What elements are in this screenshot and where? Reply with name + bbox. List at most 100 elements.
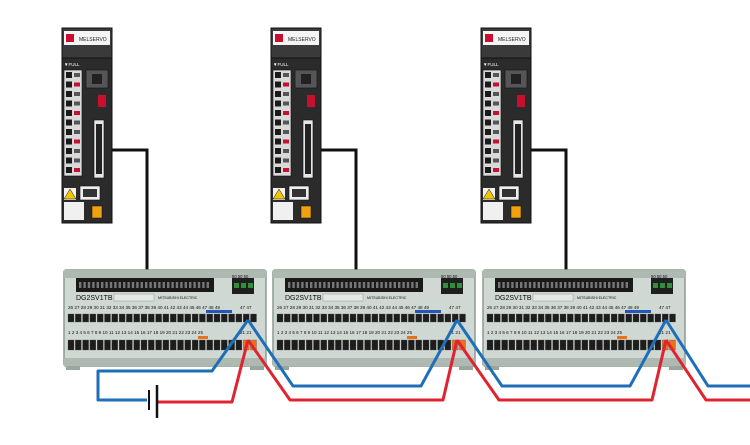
tb-header-pin xyxy=(506,282,510,288)
tb-orange-marker xyxy=(407,336,417,339)
tb-header-pin xyxy=(376,282,379,288)
tb-screw-bottom xyxy=(89,339,97,351)
tb-header-pin xyxy=(537,282,540,288)
tb-screw-bottom xyxy=(618,339,625,351)
amp-cable-3 xyxy=(516,148,568,282)
amp-pin xyxy=(66,148,72,154)
amp-usb-slot xyxy=(83,189,97,197)
tb-screw-bottom xyxy=(342,339,349,351)
tb-50-screw xyxy=(667,283,672,288)
tb-screw-top xyxy=(191,313,199,323)
amp-cable-1 xyxy=(97,148,149,282)
tb-header-pin xyxy=(105,282,108,288)
tb-screw-bottom xyxy=(530,339,537,351)
tb-screw-top xyxy=(501,313,508,323)
tb-screw-bottom xyxy=(320,339,327,351)
tb-screw-bottom xyxy=(379,339,386,351)
tb-screw-top xyxy=(669,313,676,323)
tb-header-pin xyxy=(389,282,392,288)
amp-brand-text: MELSERVO xyxy=(79,37,107,43)
tb-50-screw xyxy=(450,283,455,288)
wire-blue-source xyxy=(96,319,250,402)
tb-header-pin xyxy=(581,282,584,288)
tb-screw-top xyxy=(298,313,306,323)
tb-screw-bottom xyxy=(574,339,581,351)
tb-screw-bottom xyxy=(191,339,199,351)
tb-screw-top xyxy=(213,313,221,323)
tb-header-pin xyxy=(577,282,580,288)
tb-header-pin xyxy=(123,282,126,288)
tb-screw-bottom xyxy=(82,339,89,351)
amp-pin-led xyxy=(283,168,289,172)
tb-header-pin xyxy=(398,282,401,288)
amp-pin-led xyxy=(493,82,499,87)
tb-screw-top xyxy=(552,313,559,323)
tb-header-pin xyxy=(136,282,139,288)
amp-pin-led xyxy=(74,130,80,134)
tb-screw-top xyxy=(654,313,662,323)
tb-header-pin xyxy=(149,282,152,288)
tb-screw-bottom xyxy=(400,339,408,351)
amp-pin-led xyxy=(493,101,499,106)
amp-pin-led xyxy=(74,92,80,96)
amp-pin xyxy=(485,119,491,126)
amp-pin xyxy=(485,148,491,154)
tb-header-pin xyxy=(358,282,361,288)
tb-header-pin xyxy=(114,282,117,288)
tb-header-pin xyxy=(402,282,405,288)
amp-pin xyxy=(66,119,72,126)
amp-rating-plate xyxy=(64,202,84,220)
wire-blue-link-1 xyxy=(246,319,459,388)
amp-pin xyxy=(66,157,72,164)
tb-header-pin xyxy=(184,282,187,288)
tb-foot xyxy=(250,366,264,370)
tb-header-pin xyxy=(515,282,518,288)
tb-top-numbers: 26 27 28 29 30 31 32 33 34 35 36 37 38 3… xyxy=(277,305,429,310)
amp-pin xyxy=(485,138,491,145)
tb-screw-top xyxy=(559,313,567,323)
amp-pin-led xyxy=(74,101,80,106)
tb-50-screw xyxy=(241,283,246,288)
tb-screw-top xyxy=(206,313,213,323)
tb-header-pin xyxy=(193,282,196,288)
amp-pin-led xyxy=(283,111,289,115)
tb-screw-top xyxy=(408,313,415,323)
tb-header-pin xyxy=(332,282,335,288)
tb-screw-top xyxy=(581,313,589,323)
wire-red-source xyxy=(157,339,250,404)
tb-screw-top xyxy=(140,313,148,323)
amp-pin xyxy=(66,110,72,116)
amp-label-plate xyxy=(483,31,529,45)
tb-screw-bottom xyxy=(393,339,400,351)
tb-screw-bottom xyxy=(516,339,523,351)
tb-bottom-rail xyxy=(273,358,475,366)
amp-pin-led xyxy=(74,149,80,153)
tb-screw-top xyxy=(349,313,357,323)
amp-label-plate xyxy=(273,31,319,45)
tb-screw-top xyxy=(306,313,313,323)
tb-header-pin xyxy=(568,282,571,288)
tb-screw-bottom xyxy=(284,339,291,351)
tb-screw-bottom xyxy=(523,339,530,351)
tb-screw-top xyxy=(364,313,371,323)
amp-display-screen xyxy=(301,74,311,84)
amp-pin-led xyxy=(74,168,80,172)
amp-pin xyxy=(485,72,491,78)
tb-header-pin xyxy=(127,282,130,288)
tb-screw-bottom xyxy=(430,339,437,351)
amp-pin xyxy=(485,91,491,97)
tb-screw-top xyxy=(199,313,206,323)
tb-screw-top xyxy=(97,313,104,323)
amp-logo-icon xyxy=(275,34,283,42)
tb-header-pin xyxy=(162,282,165,288)
tb-screw-top xyxy=(371,313,379,323)
tb-screw-bottom xyxy=(155,339,162,351)
tb-screw-top xyxy=(603,313,610,323)
tb-screw-bottom xyxy=(97,339,104,351)
tb-screw-top xyxy=(155,313,162,323)
tb-header-pin xyxy=(292,282,295,288)
tb-header-pin xyxy=(310,282,313,288)
tb-screw-top xyxy=(379,313,386,323)
tb-screw-bottom xyxy=(199,339,206,351)
